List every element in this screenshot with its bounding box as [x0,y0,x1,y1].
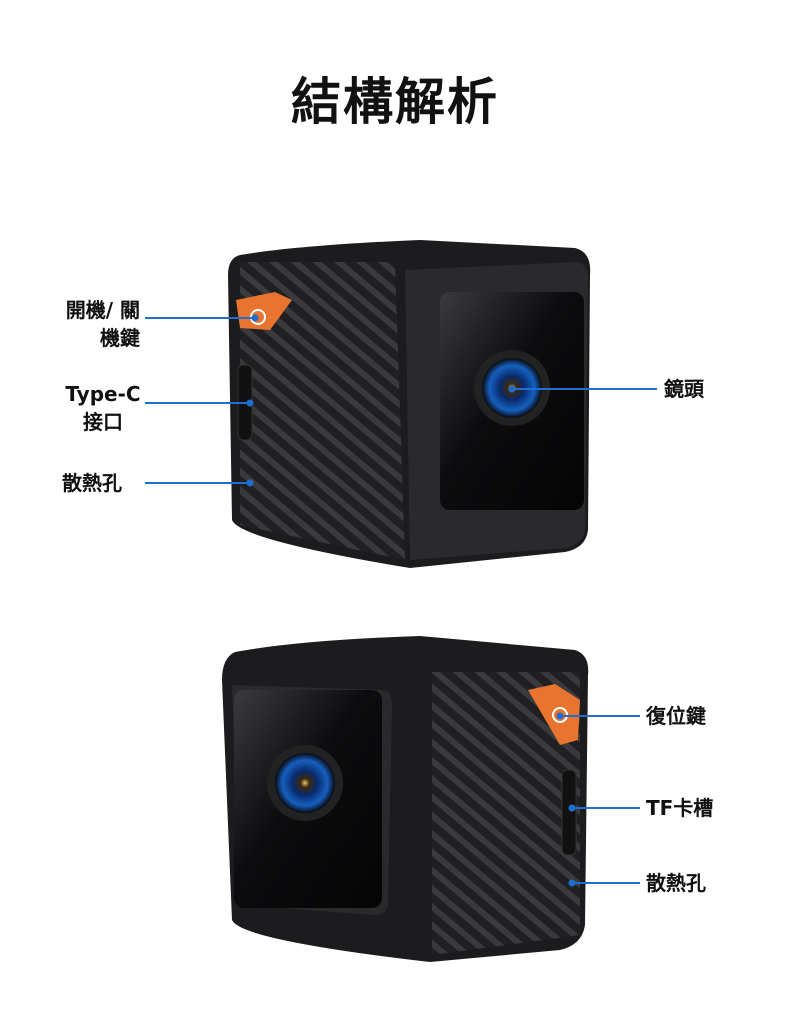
power-button [236,292,292,330]
label-typec: Type-C 接口 [58,380,148,436]
label-text: 開機/ 關 [65,298,140,322]
label-vent-top: 散熱孔 [62,471,122,495]
vent-ribs [240,262,405,560]
tf-slot [561,769,577,856]
label-text: 機鍵 [100,326,140,350]
lens-2 [275,753,335,813]
label-tf-slot: TF卡槽 [646,796,714,820]
leader-lines [145,314,657,887]
label-text: Type-C [65,382,141,406]
page-title: 結構解析 [291,73,499,131]
label-reset: 復位鍵 [646,704,706,728]
label-text: 接口 [83,410,123,434]
camera-bottom [222,636,589,962]
vent-ribs-2 [432,672,580,955]
label-vent-bottom: 散熱孔 [646,871,706,895]
label-lens: 鏡頭 [664,377,704,401]
label-power-button: 開機/ 關 機鍵 [20,296,140,352]
camera-top [228,240,591,568]
